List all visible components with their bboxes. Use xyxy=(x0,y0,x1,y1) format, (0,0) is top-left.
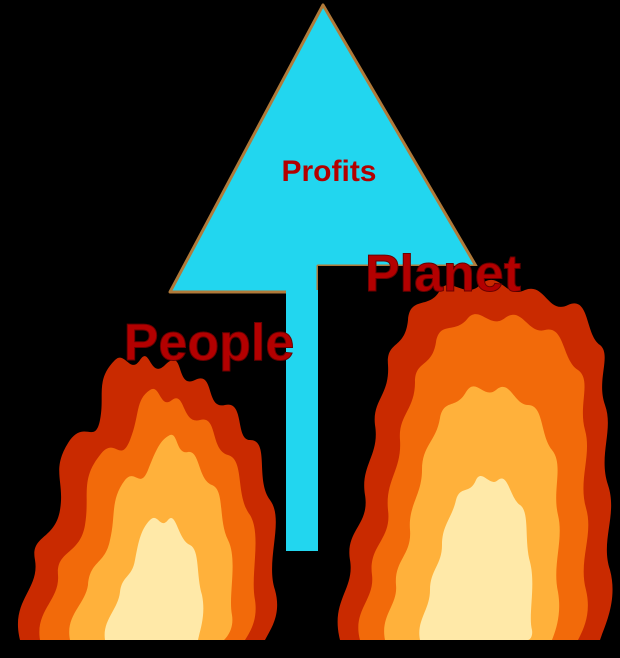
label-people: People xyxy=(124,314,295,372)
left-fire xyxy=(17,356,278,640)
label-profits: Profits xyxy=(281,155,376,188)
left-flames-core xyxy=(104,517,204,640)
right-fire xyxy=(337,279,613,640)
arrow-shaft xyxy=(286,290,318,551)
up-arrow xyxy=(168,3,478,551)
label-planet: Planet xyxy=(365,245,521,303)
right-flames-core xyxy=(419,476,533,640)
